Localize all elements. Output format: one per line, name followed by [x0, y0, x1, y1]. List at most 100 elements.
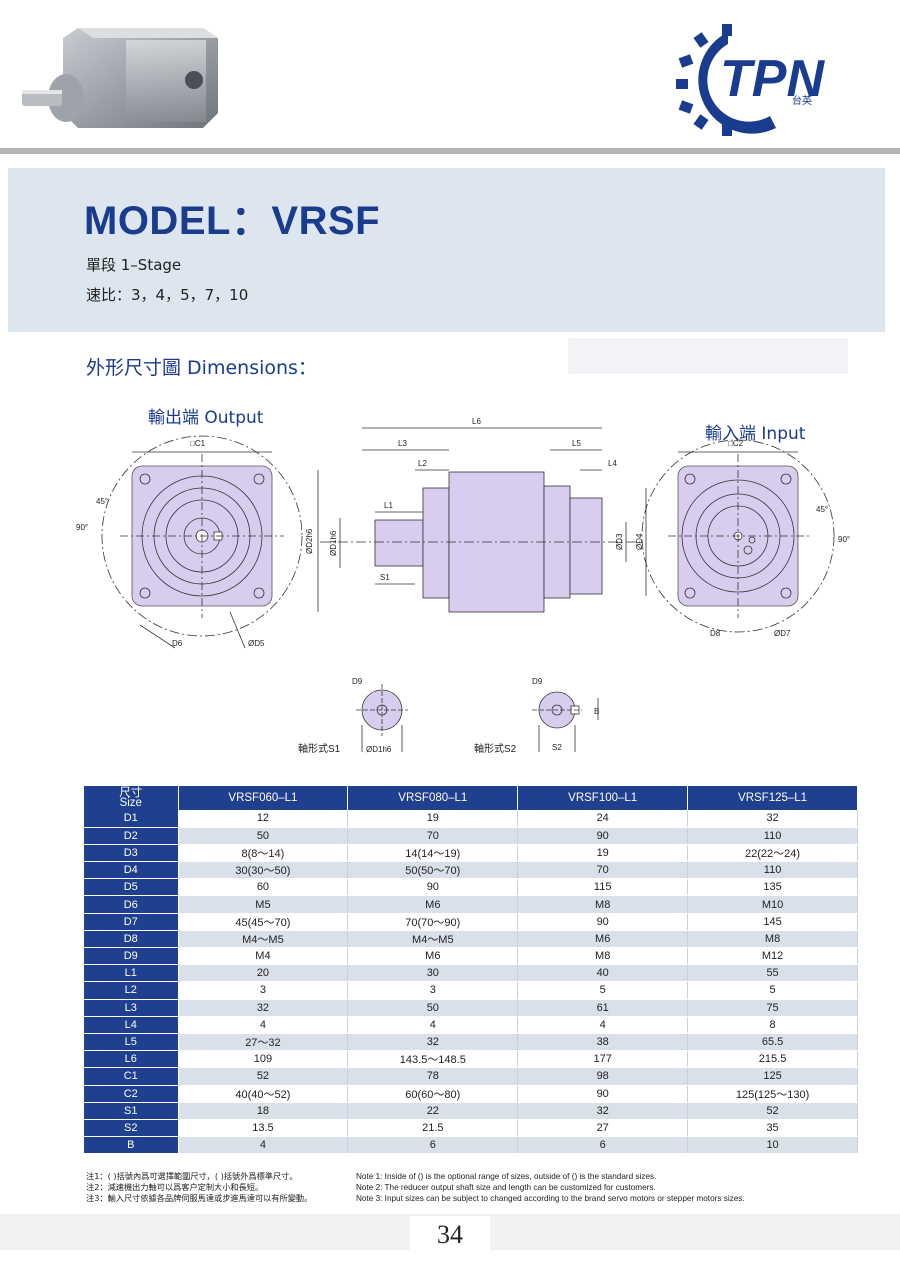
table-cell: 125(125～130) [687, 1085, 858, 1103]
page-number: 34 [437, 1220, 463, 1249]
row-label: D7 [84, 913, 179, 931]
label-90-out: 90° [76, 523, 88, 532]
table-cell: M6 [517, 930, 689, 949]
row-label: D2 [84, 827, 179, 845]
table-cell: 4 [178, 1136, 349, 1155]
label-d1h6-s1: ØD1h6 [366, 745, 392, 754]
table-cell: 27～32 [178, 1033, 349, 1052]
table-cell: 70 [347, 827, 519, 845]
table-cell: 90 [517, 913, 689, 931]
label-d9-s1: D9 [352, 677, 363, 686]
table-cell: 3 [178, 981, 349, 1000]
table-cell: 5 [687, 981, 858, 1000]
row-label: D6 [84, 895, 179, 914]
row-label: L6 [84, 1050, 179, 1069]
table-cell: 109 [178, 1050, 349, 1069]
row-label: L5 [84, 1033, 179, 1052]
label-d9-s2: D9 [532, 677, 543, 686]
note-line: 注3：輸入尺寸依據各品牌伺服馬達或步進馬達可以有所變動。 [86, 1193, 313, 1204]
label-45-in: 45° [816, 505, 828, 514]
ratio-text: 速比：3，4，5，7，10 [86, 286, 249, 304]
heading-stripe [568, 338, 848, 374]
input-flange-view [641, 439, 835, 633]
table-cell: 22 [347, 1102, 519, 1120]
table-cell: M10 [687, 895, 858, 914]
output-view-label: 輸出端 Output [148, 408, 264, 428]
table-cell: 55 [687, 964, 858, 983]
table-cell: 4 [347, 1016, 519, 1034]
table-cell: 61 [517, 999, 689, 1017]
label-d6: D6 [172, 639, 183, 648]
note-line: Note 2: The reducer output shaft size an… [356, 1183, 656, 1193]
table-cell: 27 [517, 1119, 689, 1138]
table-cell: 52 [178, 1067, 349, 1086]
table-cell: 18 [178, 1102, 349, 1120]
row-label: B [84, 1136, 179, 1155]
table-cell: 70 [517, 861, 689, 880]
label-d7: ØD7 [774, 629, 791, 638]
note-line: 注2：減速機出力軸可以爲客户定制大小和長短。 [86, 1182, 264, 1193]
table-cell: 30(30～50) [178, 861, 349, 880]
table-cell: 78 [347, 1067, 519, 1086]
table-cell: 215.5 [687, 1050, 858, 1069]
table-cell: 32 [687, 810, 858, 828]
row-label: D5 [84, 878, 179, 897]
note-line: 注1：( )括號內爲可選擇範圍尺寸，( )括號外爲標準尺寸。 [86, 1171, 298, 1181]
table-cell: 8(8～14) [178, 844, 349, 863]
table-cell: 65.5 [687, 1033, 858, 1052]
label-l1: L1 [384, 501, 393, 510]
table-cell: 14(14～19) [347, 844, 519, 863]
table-cell: 6 [347, 1136, 519, 1155]
notes-english: Note 1: Inside of () is the optional ran… [356, 1171, 745, 1205]
table-cell: 8 [687, 1016, 858, 1034]
stage-text: 單段 1–Stage [86, 256, 182, 274]
table-cell: 22(22～24) [687, 844, 858, 863]
table-cell: M8 [517, 947, 689, 966]
table-cell: 98 [517, 1067, 689, 1086]
row-label: C1 [84, 1067, 179, 1086]
table-cell: 70(70～90) [347, 913, 519, 931]
model-band: MODEL：VRSF 單段 1–Stage 速比：3，4，5，7，10 [8, 168, 885, 332]
label-b: B [594, 707, 599, 716]
dimensions-heading: 外形尺寸圖 Dimensions： [86, 357, 317, 379]
page-number-box [410, 1216, 490, 1254]
label-shaft-s1: 軸形式S1 [298, 742, 341, 755]
table-cell: 52 [687, 1102, 858, 1120]
row-label: L2 [84, 981, 179, 1000]
label-d2h6: ØD2h6 [305, 528, 314, 554]
col-header: VRSF080–L1 [347, 786, 519, 810]
row-label: S1 [84, 1102, 179, 1120]
label-l6: L6 [472, 417, 481, 426]
row-label: L4 [84, 1016, 179, 1034]
table-cell: 6 [517, 1136, 689, 1155]
table-cell: 110 [687, 827, 858, 845]
label-s2: S2 [552, 743, 562, 752]
label-90-in: 90° [838, 535, 850, 544]
table-cell: 21.5 [347, 1119, 519, 1138]
table-cell: 40(40～52) [178, 1085, 349, 1103]
dimension-drawing: □C1 45° 90° D6 ØD5 L6 L3 L2 L1 S1 L5 L4 … [76, 417, 850, 755]
table-cell: M5 [178, 895, 349, 914]
row-label: L1 [84, 964, 179, 983]
header-divider [0, 148, 900, 154]
table-cell: 30 [347, 964, 519, 983]
label-c2: □C2 [728, 439, 744, 448]
table-cell: M12 [687, 947, 858, 966]
gearbox-photo [22, 28, 218, 128]
label-45-out: 45° [96, 497, 108, 506]
output-flange-view [101, 435, 303, 649]
